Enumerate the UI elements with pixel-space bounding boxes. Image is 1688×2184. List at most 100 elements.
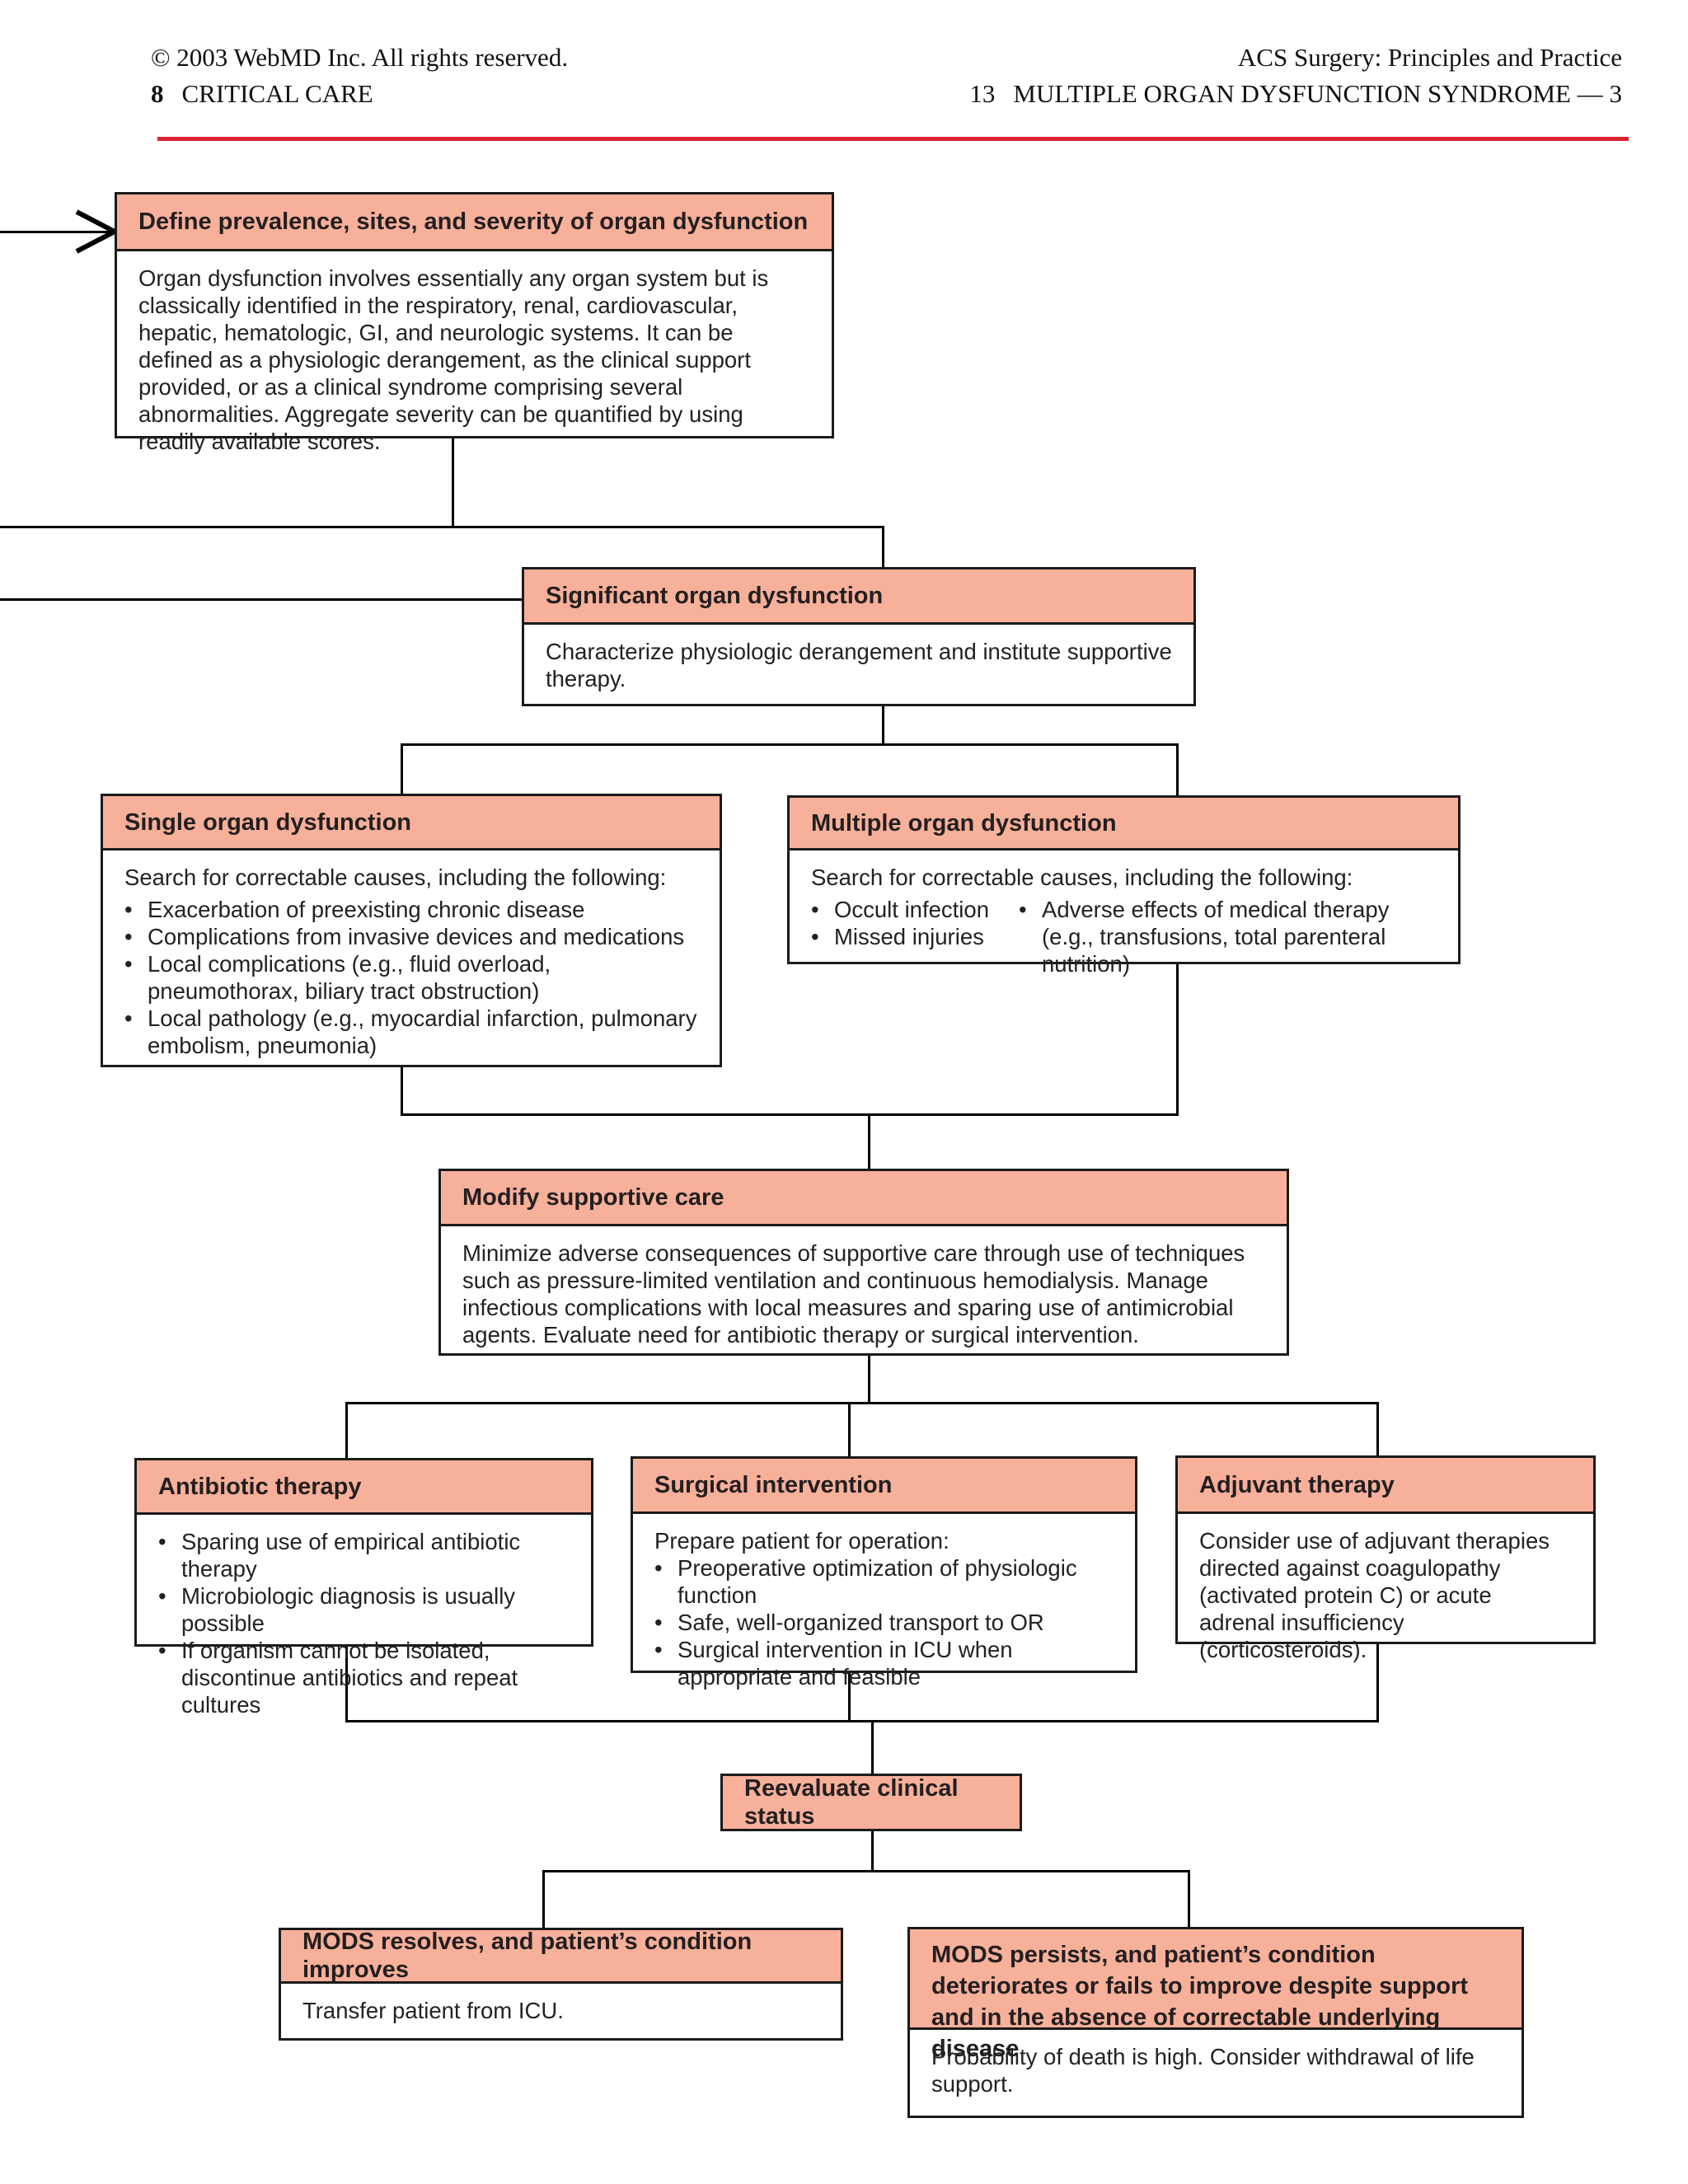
connector-adjuvant-down bbox=[1376, 1642, 1379, 1722]
connector-split-d bbox=[542, 1870, 1190, 1872]
connector-modify-down bbox=[868, 1353, 870, 1404]
connector-single-down bbox=[401, 1065, 403, 1116]
box-multiple-dysfunction-body: Search for correctable causes, including… bbox=[790, 851, 1458, 977]
box-single-dysfunction-body: Search for correctable causes, including… bbox=[103, 851, 720, 1059]
connector-to-modify bbox=[868, 1113, 870, 1171]
connector-to-single bbox=[401, 743, 403, 796]
bullet-icon: • bbox=[654, 1637, 663, 1662]
connector-surgical-down bbox=[848, 1671, 851, 1722]
box-single-dysfunction-title: Single organ dysfunction bbox=[124, 808, 412, 836]
section-number: 8 bbox=[151, 79, 164, 108]
connector-split-b bbox=[401, 743, 1179, 746]
connector-to-significant bbox=[882, 526, 884, 569]
multiple-lead-text: Search for correctable causes, including… bbox=[811, 865, 1353, 890]
connector-to-antibiotic bbox=[345, 1402, 348, 1460]
surgical-bullet-2: Safe, well-organized transport to OR bbox=[678, 1610, 1044, 1635]
list-item: •Microbiologic diagnosis is usually poss… bbox=[158, 1582, 570, 1637]
arrow-right-icon bbox=[75, 209, 119, 254]
book-title: ACS Surgery: Principles and Practice bbox=[1237, 43, 1622, 72]
box-define-prevalence: Define prevalence, sites, and severity o… bbox=[115, 192, 834, 454]
single-lead-text: Search for correctable causes, including… bbox=[124, 865, 667, 890]
copyright-line: © 2003 WebMD Inc. All rights reserved. bbox=[151, 43, 569, 72]
section-title: CRITICAL CARE bbox=[181, 79, 373, 108]
box-mods-persists: MODS persists, and patient’s condition d… bbox=[907, 1927, 1524, 2118]
bullet-icon: • bbox=[124, 1005, 133, 1031]
box-define-prevalence-body: Organ dysfunction involves essentially a… bbox=[138, 265, 769, 454]
box-antibiotic-therapy: Antibiotic therapy • Sparing use of empir… bbox=[134, 1458, 593, 1718]
connector-entry-line bbox=[0, 231, 115, 233]
section-line: 8 CRITICAL CARE bbox=[151, 79, 373, 109]
connector-reevaluate-down bbox=[871, 1829, 874, 1872]
list-item: •If organism cannot be isolated, discont… bbox=[158, 1637, 570, 1718]
bullet-icon: • bbox=[1019, 897, 1027, 922]
list-item: •Local complications (e.g., fluid overlo… bbox=[124, 950, 698, 1005]
box-mods-resolves-body: Transfer patient from ICU. bbox=[302, 1998, 564, 2023]
single-bullet-3: Local complications (e.g., fluid overloa… bbox=[148, 951, 551, 1004]
box-adjuvant-therapy-title: Adjuvant therapy bbox=[1199, 1471, 1395, 1498]
connector-to-multiple bbox=[1176, 743, 1179, 798]
box-modify-supportive-care-header: Modify supportive care bbox=[441, 1171, 1287, 1226]
bullet-icon: • bbox=[811, 924, 819, 949]
box-significant-dysfunction-title: Significant organ dysfunction bbox=[546, 583, 884, 609]
box-reevaluate-status-header: Reevaluate clinical status bbox=[723, 1775, 1020, 1830]
box-modify-supportive-care: Modify supportive care Minimize adverse … bbox=[438, 1169, 1289, 1356]
connector-to-resolves bbox=[542, 1870, 545, 1930]
single-bullet-4: Local pathology (e.g., myocardial infarc… bbox=[148, 1005, 697, 1058]
header-rule bbox=[157, 137, 1629, 141]
list-item: • Sparing use of empirical antibiotic the… bbox=[158, 1528, 570, 1582]
box-significant-dysfunction-header: Significant organ dysfunction bbox=[524, 569, 1193, 625]
box-single-dysfunction: Single organ dysfunction Search for corr… bbox=[101, 794, 722, 1067]
chapter-line: 13 MULTIPLE ORGAN DYSFUNCTION SYNDROME — … bbox=[969, 79, 1622, 109]
box-define-prevalence-header: Define prevalence, sites, and severity o… bbox=[117, 194, 832, 251]
box-modify-supportive-care-body: Minimize adverse consequences of support… bbox=[462, 1240, 1245, 1347]
box-mods-persists-header: MODS persists, and patient’s condition d… bbox=[910, 1929, 1522, 2062]
connector-antibiotic-down bbox=[345, 1644, 348, 1722]
box-significant-dysfunction-body: Characterize physiologic derangement and… bbox=[546, 639, 1172, 691]
list-item: • Safe, well-organized transport to OR bbox=[654, 1609, 1114, 1636]
bullet-icon: • bbox=[811, 897, 819, 922]
list-item: • Local pathology (e.g., myocardial infar… bbox=[124, 1005, 698, 1059]
box-significant-dysfunction: Significant organ dysfunction Characteri… bbox=[522, 567, 1196, 706]
box-mods-resolves-header: MODS resolves, and patient’s condition i… bbox=[281, 1929, 841, 1984]
connector-define-down bbox=[452, 435, 454, 528]
single-bullet-2: Complications from invasive devices and … bbox=[148, 924, 685, 949]
box-surgical-intervention-body: Prepare patient for operation: • Preopera… bbox=[633, 1514, 1135, 1690]
connector-to-surgical bbox=[848, 1402, 851, 1459]
antibiotic-bullet-3: If organism cannot be isolated, disconti… bbox=[181, 1638, 518, 1718]
list-item: • Exacerbation of preexisting chronic dis… bbox=[124, 896, 698, 923]
list-item: •Complications from invasive devices and… bbox=[124, 923, 698, 950]
box-surgical-intervention-header: Surgical intervention bbox=[633, 1459, 1135, 1514]
box-modify-supportive-care-title: Modify supportive care bbox=[462, 1184, 724, 1211]
antibiotic-bullet-1: Sparing use of empirical antibiotic ther… bbox=[181, 1529, 521, 1582]
list-item: • Adverse effects of medical therapy (e.g… bbox=[1019, 896, 1437, 977]
bullet-icon: • bbox=[654, 1610, 663, 1635]
surgical-lead-text: Prepare patient for operation: bbox=[654, 1528, 950, 1554]
connector-multiple-down bbox=[1176, 962, 1179, 1116]
multiple-bullet-1: Occult infection bbox=[834, 897, 990, 922]
box-mods-resolves: MODS resolves, and patient’s condition i… bbox=[279, 1928, 843, 2041]
bullet-icon: • bbox=[158, 1583, 166, 1609]
connector-split-a bbox=[0, 526, 884, 528]
box-single-dysfunction-header: Single organ dysfunction bbox=[103, 796, 720, 851]
bullet-icon: • bbox=[124, 897, 133, 922]
multiple-bullet-2: Missed injuries bbox=[834, 924, 984, 949]
connector-to-persists bbox=[1188, 1870, 1190, 1929]
box-mods-persists-body: Probability of death is high. Consider w… bbox=[931, 2044, 1475, 2097]
list-item: • Missed injuries bbox=[811, 923, 1019, 950]
box-mods-persists-title: MODS persists, and patient’s condition d… bbox=[931, 1942, 1469, 2062]
box-adjuvant-therapy-body: Consider use of adjuvant therapies direc… bbox=[1199, 1528, 1550, 1662]
bullet-icon: • bbox=[158, 1529, 166, 1554]
box-adjuvant-therapy: Adjuvant therapy Consider use of adjuvan… bbox=[1175, 1455, 1596, 1662]
chapter-number: 13 bbox=[969, 79, 996, 108]
box-mods-resolves-title: MODS resolves, and patient’s condition i… bbox=[302, 1929, 753, 1983]
chapter-title: MULTIPLE ORGAN DYSFUNCTION SYNDROME — 3 bbox=[1013, 79, 1622, 108]
box-multiple-dysfunction-title: Multiple organ dysfunction bbox=[811, 809, 1117, 837]
single-bullet-1: Exacerbation of preexisting chronic dise… bbox=[148, 897, 585, 922]
multiple-bullet-3: Adverse effects of medical therapy (e.g.… bbox=[1042, 897, 1390, 977]
surgical-bullet-1: Preoperative optimization of physiologic… bbox=[678, 1555, 1077, 1608]
connector-entry-significant bbox=[0, 598, 524, 601]
box-antibiotic-therapy-header: Antibiotic therapy bbox=[137, 1460, 591, 1515]
box-adjuvant-therapy-header: Adjuvant therapy bbox=[1178, 1458, 1593, 1514]
box-multiple-dysfunction-header: Multiple organ dysfunction bbox=[790, 798, 1458, 851]
